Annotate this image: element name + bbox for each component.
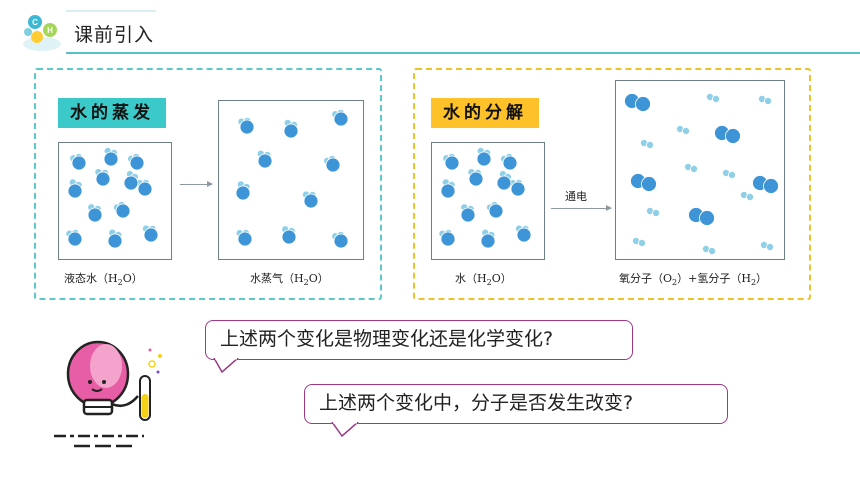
atom [637, 238, 646, 247]
atom [333, 111, 349, 127]
atom [725, 128, 741, 144]
liquid-water-box [58, 142, 172, 260]
lightbulb-mascot-icon [54, 340, 162, 448]
atom [325, 157, 341, 173]
atom [765, 242, 774, 251]
atom [103, 151, 119, 167]
gas-products-box [615, 80, 785, 260]
gas-products-caption: 氧分子（O2）+氢分子（H2） [619, 272, 768, 288]
atom [488, 203, 504, 219]
atom [281, 229, 297, 245]
atom [712, 94, 721, 103]
water-vapor-caption: 水蒸气（H2O） [250, 272, 329, 288]
atom [635, 96, 651, 112]
atom [137, 181, 153, 197]
water-caption: 水（H2O） [455, 272, 512, 288]
svg-text:C: C [32, 18, 38, 27]
atom [476, 151, 492, 167]
atom [510, 181, 526, 197]
electrolysis-arrow [551, 205, 612, 211]
atom [123, 175, 139, 191]
atom [496, 175, 512, 191]
atom [440, 231, 456, 247]
atom [682, 127, 691, 136]
header-accent-line [66, 10, 156, 12]
atom [645, 141, 654, 150]
atom [235, 185, 251, 201]
atom [502, 155, 518, 171]
question-1-text: 上述两个变化是物理变化还是化学变化? [220, 328, 554, 350]
decomposition-tag: 水的分解 [431, 98, 539, 128]
page-title: 课前引入 [74, 24, 155, 46]
water-box [431, 142, 545, 260]
svg-text:H: H [47, 26, 53, 35]
atom [444, 155, 460, 171]
atom [728, 171, 737, 180]
atom [690, 165, 699, 174]
evaporation-panel: 水的蒸发 液态水（H2O） 水蒸气（H2O） [34, 68, 382, 300]
chemistry-logo-icon: C H [23, 15, 61, 51]
atom [641, 176, 657, 192]
atom [239, 119, 255, 135]
header: C H 课前引入 [0, 0, 860, 66]
atom [129, 155, 145, 171]
water-molecules [438, 146, 532, 249]
atom [237, 231, 253, 247]
atom [468, 171, 484, 187]
atom [516, 227, 532, 243]
atom [107, 233, 123, 249]
atom [87, 207, 103, 223]
question-2-text: 上述两个变化中，分子是否发生改变? [319, 392, 634, 414]
question-bubble-2: 上述两个变化中，分子是否发生改变? [304, 384, 728, 424]
bubble-1-tail [213, 358, 239, 374]
atom [67, 231, 83, 247]
atom [708, 246, 717, 255]
liquid-water-molecules [65, 146, 159, 249]
evaporation-tag: 水的蒸发 [58, 98, 166, 128]
atom [71, 155, 87, 171]
atom [283, 123, 299, 139]
atom [67, 183, 83, 199]
electrolysis-label: 通电 [565, 190, 587, 203]
atom [257, 153, 273, 169]
atom [115, 203, 131, 219]
header-divider [66, 52, 860, 54]
evaporation-arrow [180, 181, 213, 187]
water-vapor-box [218, 100, 364, 260]
atom [143, 227, 159, 243]
atom [763, 178, 779, 194]
atom [652, 208, 661, 217]
atom [480, 233, 496, 249]
question-bubble-1: 上述两个变化是物理变化还是化学变化? [205, 320, 633, 360]
liquid-water-caption: 液态水（H2O） [64, 272, 143, 288]
water-vapor-molecules [235, 108, 349, 249]
atom [745, 193, 754, 202]
atom [333, 233, 349, 249]
atom [440, 183, 456, 199]
decomposition-panel: 水的分解 水（H2O） 通电 氧分子（O2）+氢分子（H2） [413, 68, 811, 300]
atom [95, 171, 111, 187]
bubble-2-tail [331, 422, 359, 438]
atom [699, 210, 715, 226]
atom [763, 96, 772, 105]
gas-products-molecules [624, 92, 779, 255]
atom [460, 207, 476, 223]
atom [303, 193, 319, 209]
